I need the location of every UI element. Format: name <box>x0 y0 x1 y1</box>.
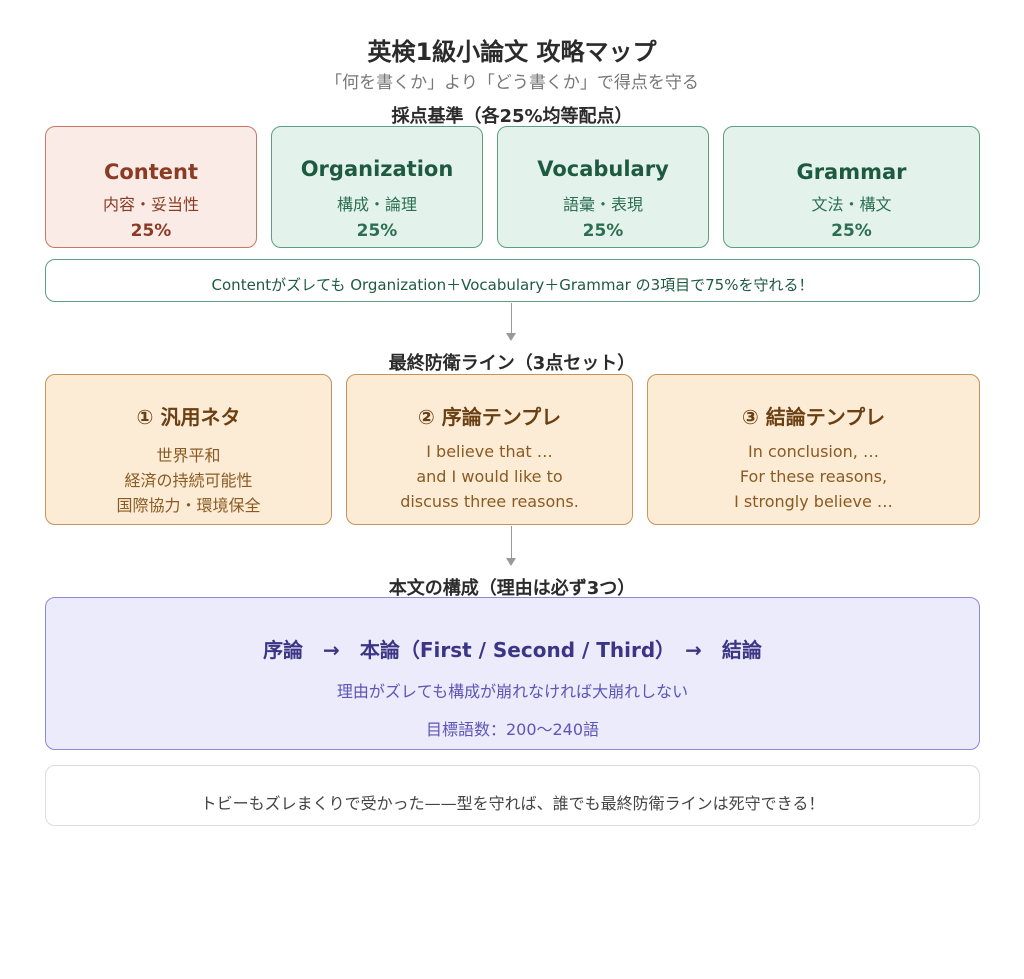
criterion-name: Organization <box>300 157 454 181</box>
defense-card-line: I believe that … <box>426 442 553 461</box>
defense-card-title: ② 序論テンプレ <box>417 405 562 429</box>
scoring-note: Contentがズレても Organization＋Vocabulary＋Gra… <box>45 259 980 302</box>
defense-card-intro-template: ② 序論テンプレ I believe that … and I would li… <box>346 374 633 525</box>
defense-card-line: For these reasons, <box>739 467 888 486</box>
defense-card-title: ① 汎用ネタ <box>136 405 241 429</box>
defense-card-line: 国際協力・環境保全 <box>116 496 261 515</box>
scoring-section-label: 採点基準（各25%均等配点） <box>391 106 633 127</box>
defense-card-line: discuss three reasons. <box>400 492 579 511</box>
criterion-jp: 内容・妥当性 <box>102 195 199 214</box>
defense-section-label: 最終防衛ライン（3点セット） <box>388 353 636 374</box>
criterion-name: Vocabulary <box>537 157 669 181</box>
defense-card-conclusion-template: ③ 結論テンプレ In conclusion, … For these reas… <box>647 374 980 525</box>
defense-card-line: In conclusion, … <box>748 442 879 461</box>
criterion-percent: 25% <box>582 221 624 241</box>
down-arrow-icon <box>506 526 516 566</box>
criterion-name: Grammar <box>796 160 907 184</box>
structure-flow: 序論 → 本論（First / Second / Third） → 結論 <box>263 638 762 662</box>
closing-message-text: トビーもズレまくりで受かった——型を守れば、誰でも最終防衛ラインは死守できる！ <box>200 794 825 813</box>
criterion-jp: 構成・論理 <box>336 195 417 214</box>
defense-card-topics: ① 汎用ネタ 世界平和 経済の持続可能性 国際協力・環境保全 <box>45 374 332 525</box>
defense-card-line: and I would like to <box>416 467 563 486</box>
page-title: 英検1級小論文 攻略マップ <box>367 38 657 66</box>
down-arrow-icon <box>506 303 516 341</box>
defense-card-line: 経済の持続可能性 <box>124 471 253 490</box>
criterion-name: Content <box>103 160 199 184</box>
scoring-note-text: Contentがズレても Organization＋Vocabulary＋Gra… <box>211 276 814 294</box>
criterion-content: Content 内容・妥当性 25% <box>45 126 257 248</box>
criterion-percent: 25% <box>831 221 872 241</box>
structure-note: 理由がズレても構成が崩れなければ大崩れしない <box>336 682 689 701</box>
criterion-percent: 25% <box>130 221 172 241</box>
criterion-organization: Organization 構成・論理 25% <box>271 126 483 248</box>
defense-card-line: I strongly believe … <box>734 492 893 511</box>
criterion-jp: 文法・構文 <box>811 195 892 214</box>
structure-word-count: 目標語数：200〜240語 <box>425 720 600 739</box>
defense-card-title: ③ 結論テンプレ <box>741 405 886 429</box>
criterion-jp: 語彙・表現 <box>562 195 643 214</box>
structure-box: 序論 → 本論（First / Second / Third） → 結論 理由が… <box>45 597 980 750</box>
page-subtitle: 「何を書くか」より「どう書くか」で得点を守る <box>325 73 699 93</box>
structure-section-label: 本文の構成（理由は必ず3つ） <box>388 578 636 599</box>
defense-card-line: 世界平和 <box>156 446 221 465</box>
criterion-percent: 25% <box>356 221 398 241</box>
closing-message: トビーもズレまくりで受かった——型を守れば、誰でも最終防衛ラインは死守できる！ <box>45 765 980 826</box>
criterion-vocabulary: Vocabulary 語彙・表現 25% <box>497 126 709 248</box>
criterion-grammar: Grammar 文法・構文 25% <box>723 126 980 248</box>
